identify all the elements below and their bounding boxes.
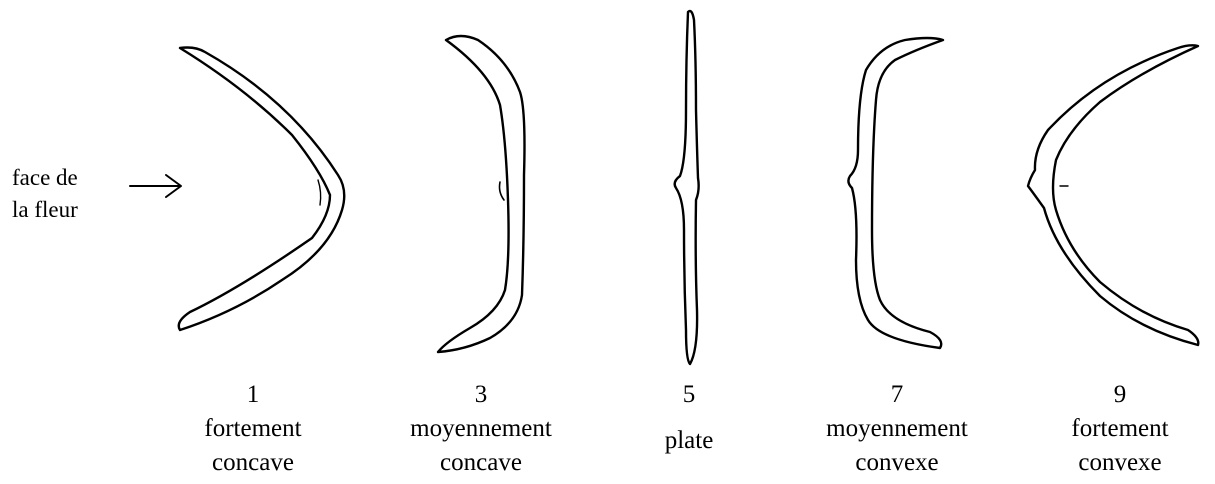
arrow-right-icon — [130, 175, 181, 197]
flower-face-label: face de la fleur — [12, 162, 78, 226]
petal-shape-5-icon — [675, 11, 699, 364]
stage-description-line1: moyennement — [807, 412, 987, 446]
stage-caption-3: 3 moyennement concave — [391, 378, 571, 480]
stage-number: 9 — [1030, 378, 1210, 412]
petal-shape-9-icon — [1028, 45, 1198, 345]
stage-caption-1: 1 fortement concave — [163, 378, 343, 480]
stage-number: 3 — [391, 378, 571, 412]
stage-description-line2: concave — [391, 446, 571, 480]
stage-description-line1: fortement — [163, 412, 343, 446]
stage-number: 7 — [807, 378, 987, 412]
stage-description-line2: convexe — [1030, 446, 1210, 480]
petal-shape-3-icon — [438, 36, 525, 352]
stage-description-line1: moyennement — [391, 412, 571, 446]
flower-face-label-line1: face de — [12, 162, 78, 194]
stage-number: 1 — [163, 378, 343, 412]
stage-caption-7: 7 moyennement convexe — [807, 378, 987, 480]
stage-caption-5: 5 plate — [599, 378, 779, 458]
stage-number: 5 — [599, 378, 779, 412]
flower-face-label-line2: la fleur — [12, 194, 78, 226]
stage-description-line1: plate — [599, 424, 779, 458]
stage-description-line2: convexe — [807, 446, 987, 480]
petal-shape-7-icon — [848, 38, 943, 348]
stage-caption-9: 9 fortement convexe — [1030, 378, 1210, 480]
petal-shape-1-icon — [179, 48, 345, 331]
stage-description-line1: fortement — [1030, 412, 1210, 446]
stage-description-line2: concave — [163, 446, 343, 480]
